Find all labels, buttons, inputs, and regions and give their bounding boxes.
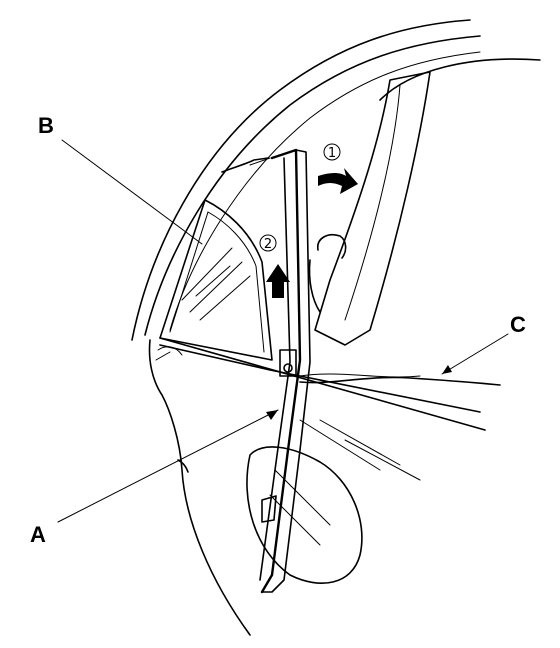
step-two-arrow <box>266 264 290 298</box>
callout-b: B <box>38 113 54 138</box>
step-one-label: 1 <box>328 146 336 161</box>
step-two-marker: 2 <box>259 234 277 252</box>
callout-a: A <box>30 522 46 547</box>
door-panel-edge <box>148 339 251 636</box>
leader-b <box>61 139 203 245</box>
leader-c-arrowhead <box>442 365 452 374</box>
quarter-window <box>159 199 273 361</box>
step-one-marker: 1 <box>323 143 341 161</box>
roof-pillar-outline <box>131 19 541 341</box>
belt-line <box>159 337 501 431</box>
clip-screw <box>283 363 293 373</box>
leader-lines <box>57 139 509 523</box>
leader-a-arrowhead <box>266 410 278 420</box>
glass-run-channel <box>221 148 311 594</box>
step-two-label: 2 <box>264 237 272 252</box>
leader-c <box>441 333 509 375</box>
callout-c: C <box>510 312 526 337</box>
channel-clip <box>279 349 297 377</box>
step-one-arrow <box>318 168 358 194</box>
leader-a <box>57 409 279 523</box>
door-sash <box>308 71 431 346</box>
